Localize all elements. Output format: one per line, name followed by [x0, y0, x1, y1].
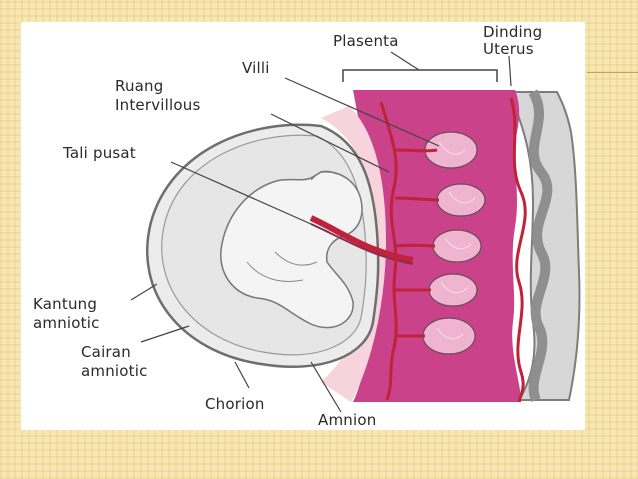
- placenta-diagram: [130, 51, 581, 413]
- label-cairan-amniotic: amniotic: [81, 362, 148, 380]
- label-kantung: Kantung: [33, 295, 98, 313]
- slide-decor-line: [587, 72, 638, 73]
- label-cairan: Cairan: [81, 343, 131, 361]
- label-uterus: Uterus: [483, 40, 534, 58]
- label-ruang: Ruang: [115, 77, 164, 95]
- label-dinding: Dinding: [483, 23, 543, 41]
- placental-vessels: [379, 97, 527, 403]
- diagram-panel: Plasenta Dinding Uterus Villi Ruang Inte…: [21, 22, 585, 430]
- label-villi: Villi: [242, 59, 270, 77]
- umbilical-cord: [309, 215, 414, 263]
- label-tali-pusat: Tali pusat: [63, 144, 136, 162]
- fetus-outline: [220, 171, 363, 329]
- label-plasenta: Plasenta: [333, 32, 399, 50]
- leader-lines: [130, 51, 512, 413]
- label-kantung-amniotic: amniotic: [33, 314, 100, 332]
- label-chorion: Chorion: [205, 395, 265, 413]
- label-amnion: Amnion: [318, 411, 377, 429]
- uterus-wall-contour: [528, 89, 553, 402]
- uterus-wall: [507, 91, 581, 401]
- label-intervillous: Intervillous: [115, 96, 201, 114]
- plasenta-bracket: [342, 69, 498, 82]
